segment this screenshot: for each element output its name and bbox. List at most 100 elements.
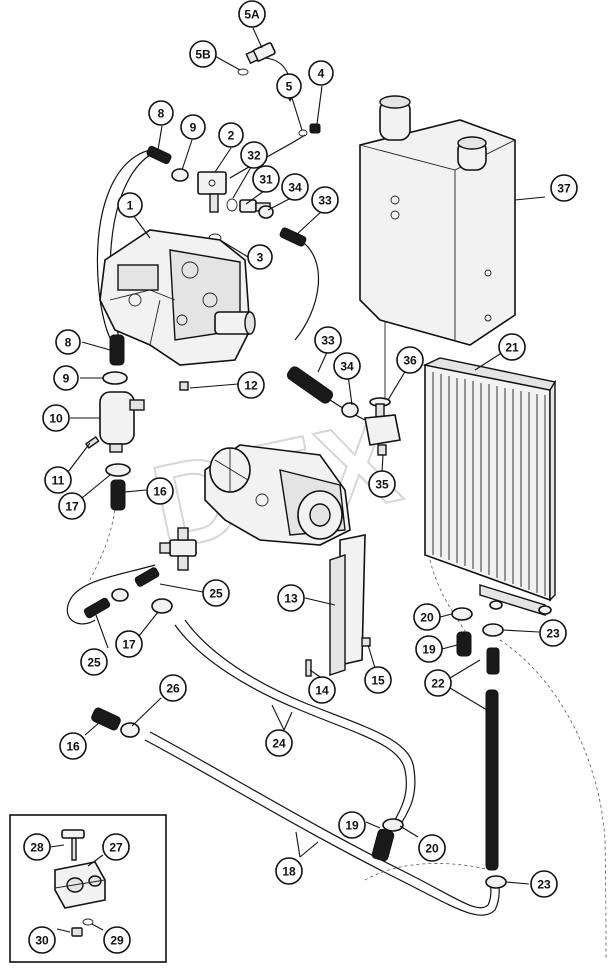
callout-14: 14	[308, 676, 336, 704]
callout-circle	[189, 40, 217, 68]
callout-label: 24	[272, 737, 286, 751]
callout-label: 18	[282, 865, 296, 879]
cooler-fins	[432, 372, 546, 596]
callout-9: 9	[180, 114, 206, 140]
callout-4: 4	[308, 60, 334, 86]
hose-22-long	[485, 689, 499, 871]
callout-circle	[276, 73, 302, 99]
hose-segment-8-upper	[146, 145, 172, 165]
callout-circle	[159, 674, 187, 702]
callout-23: 23	[530, 870, 558, 898]
clamp-17-lower	[151, 598, 173, 614]
callout-circle	[53, 365, 79, 391]
callout-circle	[364, 666, 392, 694]
hose-24-lower	[184, 619, 416, 823]
callout-label: 13	[284, 592, 298, 606]
callout-circle	[265, 729, 293, 757]
callout-circle	[308, 60, 334, 86]
callout-25: 25	[80, 648, 108, 676]
callout-circle	[102, 833, 130, 861]
callout-label: 8	[65, 336, 72, 350]
callout-label: 21	[505, 341, 519, 355]
callout-circle	[42, 404, 70, 432]
callout-circle	[498, 333, 526, 361]
callout-label: 37	[557, 182, 571, 196]
callout-label: 34	[340, 360, 354, 374]
bolt-28-head	[61, 829, 85, 839]
callout-label: 5A	[244, 8, 260, 22]
hose-segment-33-lower	[286, 366, 334, 404]
callout-19: 19	[338, 811, 366, 839]
callout-35: 35	[368, 470, 396, 498]
callout-label: 34	[288, 181, 302, 195]
fitting-5a	[245, 42, 276, 65]
callout-label: 35	[375, 478, 389, 492]
callout-circle	[308, 676, 336, 704]
callout-1: 1	[117, 192, 143, 218]
hose-segment-19-lower	[371, 828, 395, 862]
callout-circle	[338, 811, 366, 839]
hydraulic-pump-1	[99, 229, 256, 366]
callout-circle	[333, 352, 361, 380]
callout-21: 21	[498, 333, 526, 361]
callout-circle	[413, 603, 441, 631]
callout-18: 18	[275, 857, 303, 885]
hydraulic-motor	[204, 444, 351, 546]
callout-circle	[55, 329, 81, 355]
callout-32: 32	[240, 141, 268, 169]
hydraulic-tank-37	[359, 95, 516, 346]
callout-label: 17	[122, 638, 136, 652]
callout-circle	[418, 834, 446, 862]
callout-20: 20	[413, 603, 441, 631]
callout-34: 34	[333, 352, 361, 380]
callout-30: 30	[28, 926, 56, 954]
callout-17: 17	[58, 492, 86, 520]
callout-17: 17	[115, 630, 143, 658]
callout-circle	[368, 470, 396, 498]
tee-fitting	[159, 527, 197, 571]
callout-26: 26	[159, 674, 187, 702]
callout-circle	[530, 870, 558, 898]
callout-label: 26	[166, 682, 180, 696]
callout-circle	[277, 584, 305, 612]
callout-circle	[59, 732, 87, 760]
clamp-34-lower	[341, 402, 359, 418]
callout-circle	[252, 165, 280, 193]
callout-28: 28	[23, 833, 51, 861]
callout-10: 10	[42, 404, 70, 432]
callout-8: 8	[148, 100, 174, 126]
callout-label: 16	[66, 740, 80, 754]
callout-label: 25	[209, 587, 223, 601]
callout-25: 25	[202, 579, 230, 607]
clamp-34-upper	[258, 205, 274, 219]
nut-12	[179, 381, 189, 391]
callout-31: 31	[252, 165, 280, 193]
hose-segment-25-lower	[83, 597, 111, 619]
nut-30	[71, 927, 83, 937]
hose-18-upper	[144, 739, 500, 916]
callout-circle	[247, 244, 273, 270]
callout-label: 10	[49, 412, 63, 426]
callout-label: 33	[321, 334, 335, 348]
callout-34: 34	[281, 173, 309, 201]
o-ring-32	[226, 198, 238, 212]
hose-segment-8-lower	[109, 334, 125, 366]
callout-circle	[314, 326, 342, 354]
callout-circle	[80, 648, 108, 676]
callout-circle	[202, 579, 230, 607]
callout-label: 16	[153, 485, 167, 499]
callout-12: 12	[237, 371, 265, 399]
callout-circle	[180, 114, 206, 140]
hose-segment-25-upper	[134, 567, 160, 587]
clamp-9-upper	[171, 168, 189, 182]
callout-label: 32	[247, 149, 261, 163]
callout-label: 5B	[195, 48, 211, 62]
clamp-17-upper	[105, 463, 131, 477]
callout-23: 23	[539, 619, 567, 647]
callout-19: 19	[415, 635, 443, 663]
callout-circle	[218, 122, 244, 148]
hose-segment-19-upper	[456, 631, 472, 657]
callout-16: 16	[146, 477, 174, 505]
callout-label: 1	[127, 199, 134, 213]
